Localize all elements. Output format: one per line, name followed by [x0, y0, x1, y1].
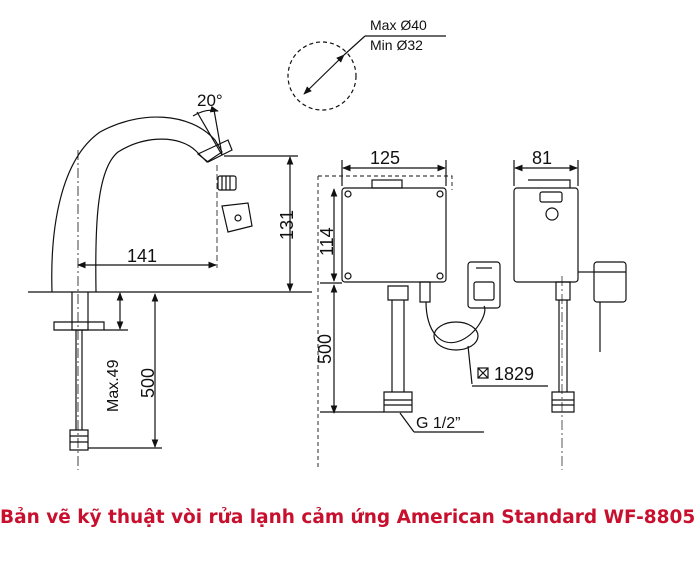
- drawing-caption: Bản vẽ kỹ thuật vòi rửa lạnh cảm ứng Ame…: [0, 507, 695, 528]
- spout-height-label: 131: [277, 210, 297, 240]
- angle-ref-line-1: [196, 111, 223, 156]
- cable-box-symbol: [477, 367, 489, 379]
- mounting-bracket-dashed: [317, 175, 453, 470]
- angle-arc: [192, 105, 219, 117]
- side-view-screw: [545, 207, 559, 221]
- control-box-outline: [341, 187, 447, 283]
- mounting-hole-detail: [287, 35, 446, 111]
- cable-coil: [433, 321, 479, 351]
- mount-screw: [344, 190, 352, 198]
- faucet-side-view: [28, 105, 312, 470]
- dimension-labels: Max Ø40 Min Ø32 20° 141 131 Max.49 500 1…: [105, 17, 552, 432]
- inlet-fitting: [383, 391, 413, 413]
- sensor-module: [467, 261, 501, 309]
- hose-fitting: [69, 429, 89, 451]
- box-drop-label: 500: [315, 334, 335, 364]
- thread-size-label: G 1/2”: [416, 415, 460, 432]
- side-view-outline: [513, 187, 579, 283]
- side-depth-label: 81: [532, 148, 552, 168]
- side-pipe: [555, 281, 571, 392]
- hose-length-label: 500: [138, 368, 158, 398]
- hole-leader-line: [343, 35, 366, 56]
- deck-max-label: Max.49: [105, 359, 122, 412]
- inlet-pipe: [387, 285, 409, 301]
- sensor-bracket-icon: [221, 202, 253, 233]
- angle-ref-line-2: [213, 109, 223, 156]
- control-box-front-view: [317, 160, 548, 470]
- battery-box: [593, 261, 627, 303]
- faucet-spout-body: [51, 116, 223, 293]
- hole-diameter-arrow: [303, 54, 345, 95]
- control-box-top-cap: [371, 179, 403, 189]
- reach-label: 141: [127, 246, 157, 266]
- sensor-cable: [425, 301, 486, 344]
- box-width-label: 125: [370, 148, 400, 168]
- angle-label: 20°: [197, 91, 223, 110]
- aerator: [217, 175, 237, 191]
- outlet-pipe: [419, 281, 431, 303]
- hole-min-label: Min Ø32: [370, 37, 423, 53]
- sensor-head: [196, 139, 233, 163]
- hole-max-label: Max Ø40: [370, 17, 427, 33]
- cable-length-label: 1829: [494, 364, 534, 384]
- thread-leader-line: [399, 412, 415, 433]
- mounting-hole-circle: [287, 41, 357, 111]
- cable-leader-line: [467, 345, 473, 385]
- technical-drawing: Max Ø40 Min Ø32 20° 141 131 Max.49 500 1…: [28, 17, 627, 470]
- faucet-shank: [71, 292, 89, 331]
- box-height-label: 114: [317, 227, 337, 256]
- control-box-side-view: [513, 160, 627, 470]
- supply-hose: [75, 330, 83, 430]
- shank-nut: [53, 321, 105, 331]
